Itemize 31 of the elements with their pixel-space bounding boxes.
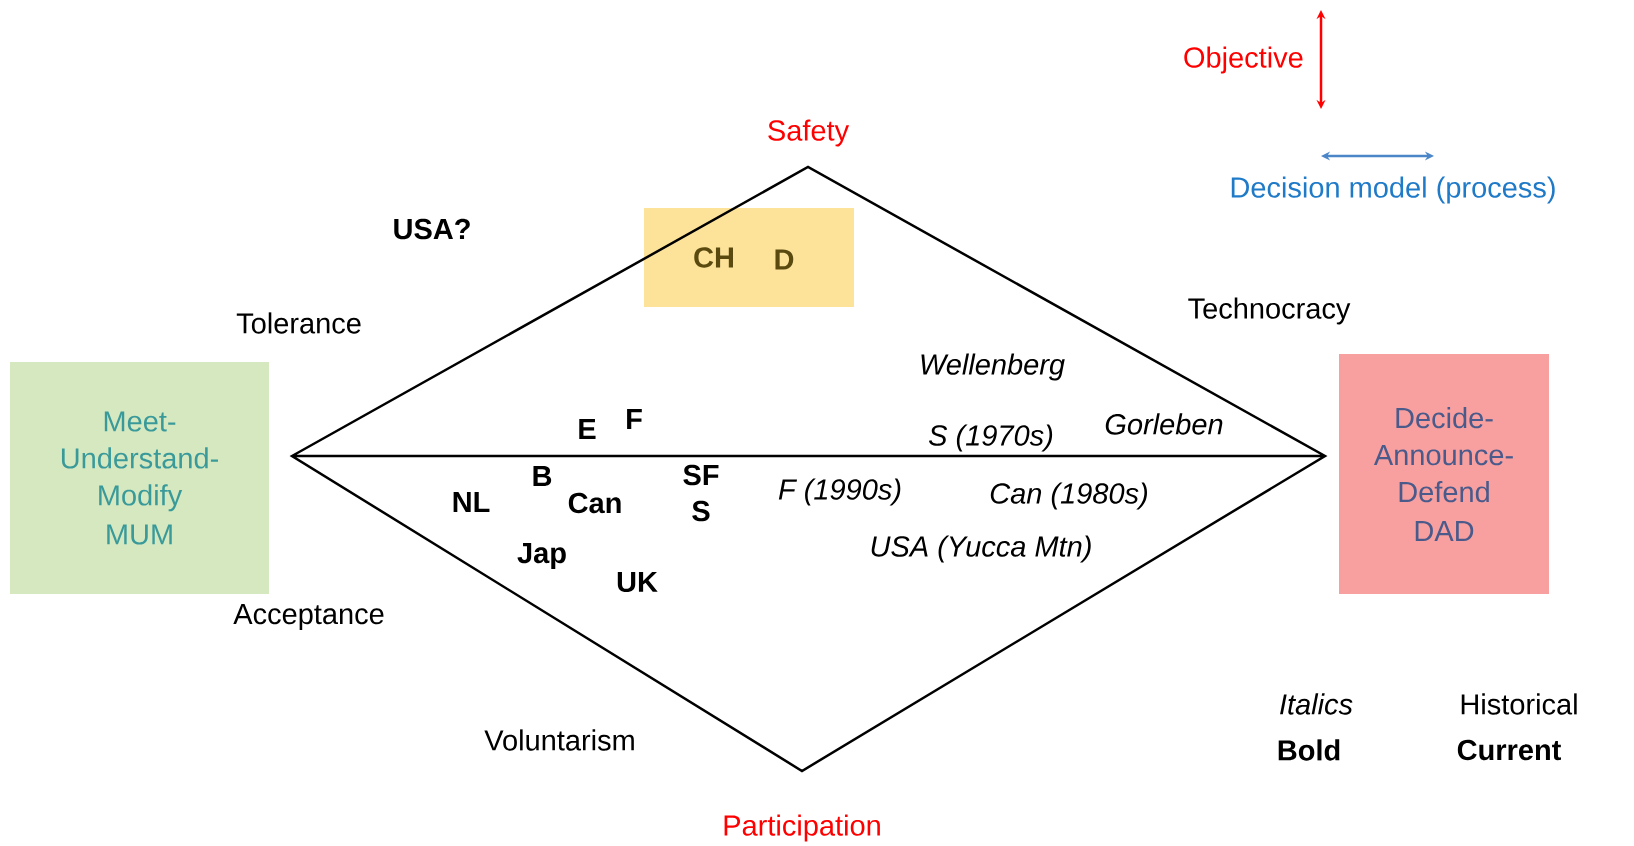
axis-label: Safety — [768, 119, 850, 147]
axis-label: Historical — [1461, 693, 1577, 715]
axis-label: Jap — [517, 543, 566, 569]
axis-label: F — [627, 409, 642, 429]
legend-label: Objective — [1184, 46, 1303, 74]
axis-label: F (1990s) — [778, 478, 901, 506]
axis-label: Tolerance — [236, 312, 361, 334]
axis-label: B — [533, 466, 552, 486]
highlight-box: CH D — [644, 208, 854, 307]
axis-label: SF — [683, 464, 719, 486]
axis-label: NL — [453, 492, 490, 512]
axis-label: USA (Yucca Mtn) — [871, 535, 1091, 563]
text-box: Decide- Announce- Defend DAD — [1339, 354, 1549, 594]
axis-label: Participation — [724, 814, 880, 842]
axis-label: USA? — [394, 218, 470, 240]
axis-label: Gorleben — [1105, 413, 1223, 435]
axis-label: E — [579, 419, 596, 439]
axis-label: Acceptance — [233, 604, 384, 630]
axis-label: Technocracy — [1188, 297, 1351, 325]
axis-label: Can — [568, 492, 621, 514]
axis-label: Current — [1457, 739, 1561, 761]
axis-label: S (1970s) — [928, 424, 1053, 452]
axis-label: S — [692, 500, 710, 522]
axis-label: Bold — [1278, 739, 1340, 761]
axis-label: Italics — [1280, 693, 1353, 715]
axis-label: Can (1980s) — [990, 482, 1147, 510]
legend-label: Decision model (process) — [1231, 176, 1555, 204]
text-box: Meet- Understand- Modify MUM — [10, 362, 269, 594]
axis-label: UK — [617, 571, 658, 593]
axis-label: Voluntarism — [484, 729, 634, 751]
axis-label: Wellenberg — [921, 353, 1065, 381]
